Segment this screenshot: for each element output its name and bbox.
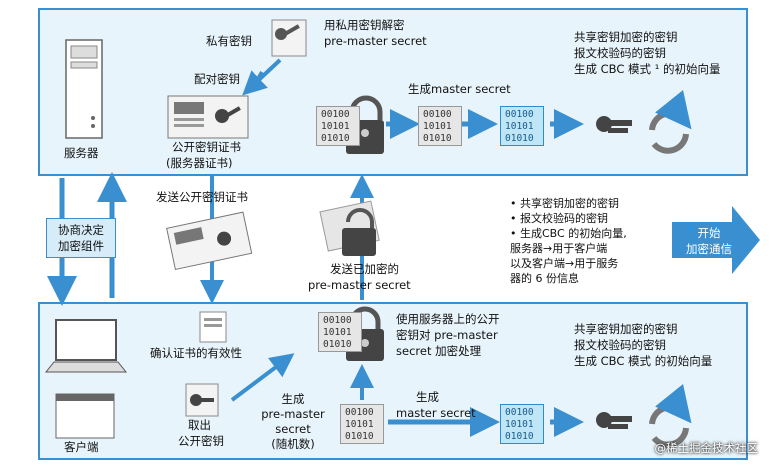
sending-certificate-icon — [166, 211, 253, 271]
negotiate-cipher-box: 协商决定 加密组件 — [46, 218, 116, 258]
server-panel — [38, 8, 748, 176]
client-shared-keys-2: 报文校验码的密钥 — [574, 338, 666, 352]
extract-key-label-1: 取出 — [188, 418, 211, 432]
laptop-icon — [44, 319, 128, 373]
server-shared-keys-3: 生成 CBC 模式 ¹ 的初始向量 — [574, 62, 721, 76]
client-shared-keys-1: 共享密钥加密的密钥 — [574, 322, 678, 336]
generate-pms-label-1: 生成 — [281, 392, 305, 406]
negotiate-label-1: 协商决定 — [58, 223, 104, 237]
refresh-icon-client — [649, 384, 692, 448]
certificate-document-icon — [199, 311, 227, 343]
client-generate-master-1: 生成 — [416, 390, 439, 404]
client-generate-master-2: master secret — [396, 406, 476, 420]
binary-box-client-pms: 00100 10101 01010 — [340, 404, 384, 444]
generate-pms-label-4: (随机数) — [271, 437, 315, 451]
start-label-2: 加密通信 — [686, 242, 732, 256]
negotiate-label-2: 加密组件 — [58, 239, 104, 253]
session-info-item: 以及客户端→用于服务 — [510, 257, 619, 270]
encrypt-label-3: secret 加密处理 — [396, 344, 482, 358]
key-pair-label: 配对密钥 — [194, 72, 240, 86]
server-label: 服务器 — [64, 146, 99, 160]
session-info-item: 服务器→用于客户端 — [510, 242, 608, 255]
session-info-item: • 报文校验码的密钥 — [510, 212, 608, 225]
generate-pms-label-2: pre-master — [261, 407, 325, 421]
shared-key-icon-server — [596, 116, 632, 133]
generate-pms-label-3: secret — [275, 422, 311, 436]
start-communication-arrow — [672, 206, 760, 274]
session-info-list: • 共享密钥加密的密钥 • 报文校验码的密钥 • 生成CBC 的初始向量, 服务… — [510, 196, 627, 286]
private-key-icon — [271, 19, 307, 57]
encrypt-label-2: 密钥对 pre-master — [396, 328, 498, 342]
start-communication-label: 开始 加密通信 — [676, 225, 742, 257]
watermark: @稀土掘金技术社区 — [654, 441, 759, 455]
public-cert-label: 公开密钥证书 — [172, 140, 241, 154]
binary-box-client-encrypted: 00100 10101 01010 — [318, 312, 362, 352]
public-key-icon — [185, 383, 219, 417]
session-info-item: 器的 6 份信息 — [510, 272, 579, 285]
private-key-label: 私有密钥 — [206, 34, 252, 48]
public-cert-label-2: (服务器证书) — [166, 156, 233, 170]
binary-box-server-pms: 00100 10101 01010 — [418, 106, 462, 146]
send-cert-label: 发送公开密钥证书 — [156, 190, 248, 204]
client-label: 客户端 — [64, 440, 99, 454]
send-encrypted-label-2: pre-master secret — [308, 278, 411, 292]
decrypt-label: 用私用密钥解密 — [324, 18, 405, 32]
client-panel — [38, 302, 748, 460]
shared-key-icon-client — [596, 412, 632, 429]
server-shared-keys-1: 共享密钥加密的密钥 — [574, 30, 678, 44]
session-info-item: • 生成CBC 的初始向量, — [510, 227, 627, 240]
server-icon — [65, 39, 103, 139]
encrypt-label-1: 使用服务器上的公开 — [396, 312, 500, 326]
extract-key-label-2: 公开密钥 — [178, 434, 224, 448]
decrypt-label-2: pre-master secret — [324, 34, 427, 48]
verify-cert-label: 确认证书的有效性 — [150, 346, 242, 360]
server-certificate-icon — [167, 95, 249, 139]
binary-box-server-master: 00100 10101 01010 — [500, 106, 544, 146]
server-generate-master-label: 生成master secret — [408, 82, 511, 96]
binary-box-client-master: 00100 10101 01010 — [500, 404, 544, 444]
browser-window-icon — [55, 393, 115, 439]
binary-box-server-gray: 00100 10101 01010 — [316, 106, 360, 146]
send-encrypted-label-1: 发送已加密的 — [330, 262, 399, 276]
session-info-item: • 共享密钥加密的密钥 — [510, 197, 619, 210]
lock-icon-middle — [342, 208, 376, 256]
start-label-1: 开始 — [697, 226, 721, 240]
refresh-icon-server — [649, 90, 692, 154]
server-shared-keys-2: 报文校验码的密钥 — [574, 46, 666, 60]
client-shared-keys-3: 生成 CBC 模式 的初始向量 — [574, 354, 713, 368]
